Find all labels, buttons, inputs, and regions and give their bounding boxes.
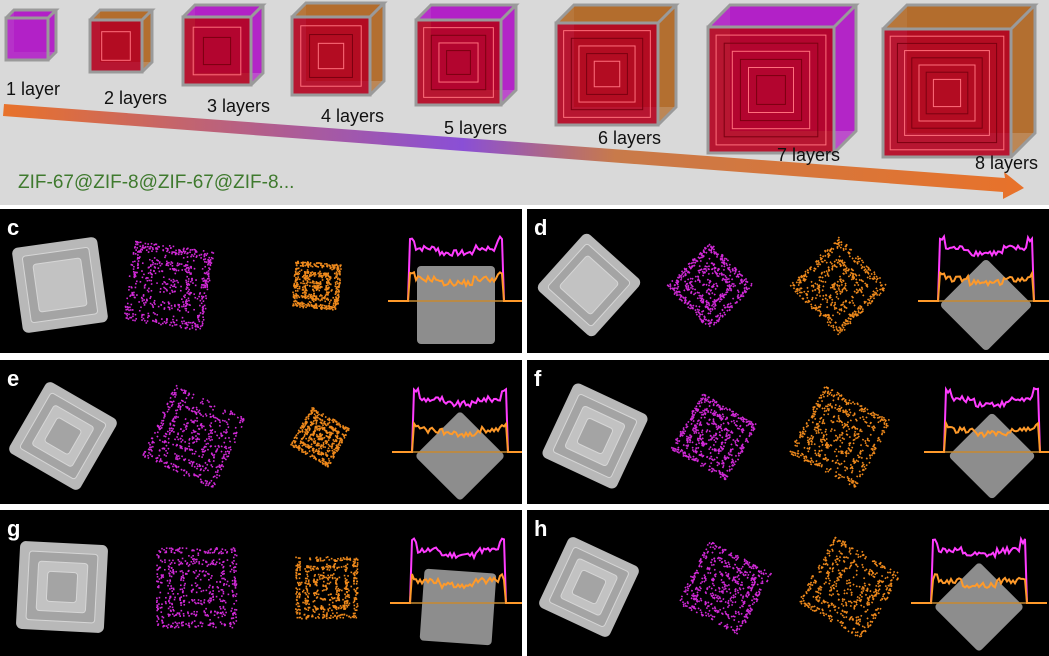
cube-1: [4, 8, 60, 62]
panel-d: d: [527, 209, 1049, 353]
zn-eds-map: [156, 547, 238, 629]
panel-e-images: [9, 382, 522, 500]
co-eds-map: [799, 536, 899, 638]
panel-letter-h: h: [534, 516, 548, 541]
co-eds-map: [295, 556, 359, 620]
zn-line-profile: [924, 385, 1049, 453]
cube-6: [554, 3, 680, 127]
tem-particle: [16, 541, 108, 633]
panel-g-images: [16, 537, 522, 646]
tem-particle: [542, 383, 648, 489]
cube-3: [181, 3, 267, 87]
overlay-particle: [416, 412, 504, 500]
panel-letter-f: f: [534, 366, 542, 391]
panel-letter-g: g: [7, 516, 21, 541]
layer-label-4: 4 layers: [321, 106, 385, 126]
layer-label-2: 2 layers: [104, 88, 168, 108]
co-eds-map: [789, 386, 890, 488]
cube-2: [88, 8, 156, 74]
tem-particle: [12, 237, 108, 333]
panel-f: f: [527, 360, 1049, 504]
panel-h: h: [527, 510, 1049, 656]
co-line-profile: [918, 269, 1049, 302]
growth-arrow: [3, 104, 1024, 199]
layer-label-1: 1 layer: [6, 79, 61, 99]
co-line-profile: [390, 572, 522, 604]
schematic-drawing: [3, 1, 1039, 199]
co-line-profile: [392, 420, 522, 453]
zn-line-profile: [388, 234, 522, 302]
co-eds-map: [292, 260, 342, 311]
cube-7: [706, 3, 860, 155]
zn-eds-map: [124, 240, 215, 331]
zn-line-profile: [390, 537, 522, 604]
co-line-profile: [388, 270, 522, 302]
tem-particle: [537, 233, 641, 337]
panel-letter-d: d: [534, 215, 548, 240]
cube-5: [414, 3, 520, 107]
composition-formula: ZIF-67@ZIF-8@ZIF-67@ZIF-8...: [18, 172, 295, 193]
panel-letter-c: c: [7, 215, 20, 240]
co-line-profile: [924, 419, 1049, 453]
panel-e: e: [0, 360, 522, 504]
layer-label-6: 6 layers: [598, 128, 662, 148]
zn-line-profile: [918, 233, 1049, 302]
overlay-particle: [949, 413, 1035, 499]
panel-g: g: [0, 510, 522, 656]
co-eds-map: [789, 236, 887, 336]
layer-label-5: 5 layers: [444, 118, 508, 138]
co-line-profile: [911, 573, 1047, 604]
zn-eds-map: [670, 393, 757, 481]
zn-eds-map: [679, 541, 773, 635]
tem-particle: [539, 537, 639, 637]
layer-label-8: 8 layers: [975, 153, 1039, 173]
overlay-particle: [417, 266, 495, 344]
panel-letter-e: e: [7, 366, 20, 391]
tem-particle: [9, 382, 117, 490]
layered-cube-schematic: 1 layer 2 layers 3 layers 4 layers 5 lay…: [0, 0, 1049, 205]
co-eds-map: [290, 406, 350, 468]
overlay-particle: [935, 563, 1023, 651]
cube-4: [290, 1, 388, 97]
cube-8: [881, 3, 1039, 159]
layer-label-3: 3 layers: [207, 96, 271, 116]
panel-d-images: [537, 233, 1049, 351]
zn-eds-map: [666, 243, 753, 328]
zn-line-profile: [392, 386, 522, 453]
layer-label-7: 7 layers: [777, 145, 841, 165]
zn-eds-map: [142, 384, 245, 488]
overlay-particle: [419, 568, 497, 646]
zn-line-profile: [911, 535, 1047, 604]
panel-h-images: [539, 535, 1047, 651]
overlay-particle: [940, 259, 1032, 351]
panel-f-images: [542, 383, 1049, 499]
panel-c: c: [0, 209, 522, 353]
panel-c-images: [12, 234, 522, 344]
